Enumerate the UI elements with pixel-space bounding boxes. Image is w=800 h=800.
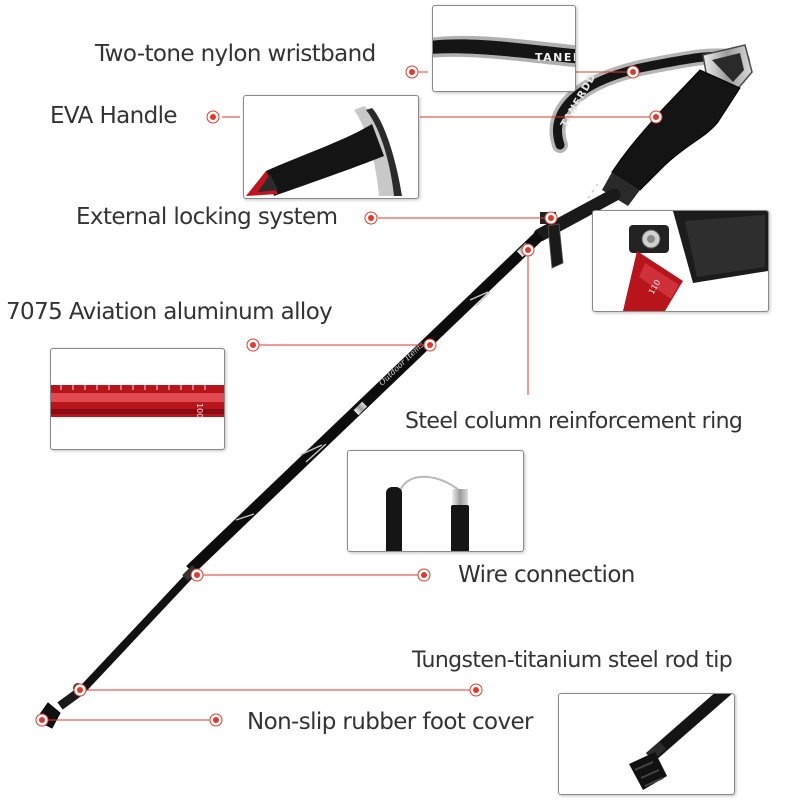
label-wire-connection: Wire connection: [458, 562, 635, 588]
inset-locking-system: 110: [592, 210, 769, 312]
inset-brand-text: TANERDD: [535, 51, 575, 64]
section-joint: [182, 565, 198, 581]
label-eva-handle: EVA Handle: [50, 103, 178, 129]
label-aluminum-alloy: 7075 Aviation aluminum alloy: [6, 299, 333, 325]
inset-eva-handle: [243, 95, 419, 199]
inset-wristband: TANERDD: [432, 5, 576, 92]
reinforcement-ring-middle: [353, 401, 368, 416]
inset-wire-connection: [347, 450, 524, 552]
callout-dots: [35, 65, 663, 727]
label-external-locking: External locking system: [76, 204, 338, 230]
inset-rod-tip: [558, 693, 735, 795]
handle-collar: [602, 172, 640, 206]
label-wristband: Two-tone nylon wristband: [95, 41, 376, 67]
label-reinforcement-ring: Steel column reinforcement ring: [405, 409, 743, 434]
eva-handle: [611, 69, 741, 191]
label-foot-cover: Non-slip rubber foot cover: [247, 709, 533, 735]
inset-aluminum-alloy: 100: [50, 348, 225, 450]
pole-script-text: Outdoor Items: [377, 340, 426, 387]
label-rod-tip: Tungsten-titanium steel rod tip: [412, 648, 733, 673]
inset-scale-100: 100: [195, 403, 204, 418]
